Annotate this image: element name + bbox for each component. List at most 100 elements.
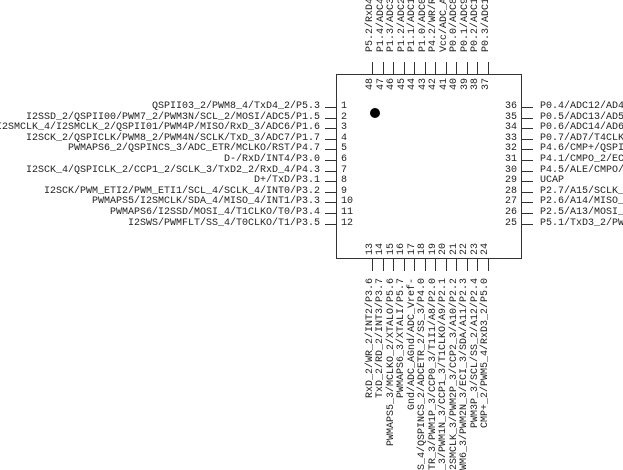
pin-label: P0.1/ADC9 — [459, 0, 471, 52]
pin-label: P0.3/ADC1 — [480, 0, 492, 52]
pin-line — [325, 138, 336, 140]
pin-number: 14 — [375, 243, 387, 256]
pin-label: PWMAPS6_3/XTALI/P5.7 — [396, 278, 408, 399]
pin-label: D+/TxD/P3.1 — [253, 175, 320, 187]
pin-number: 28 — [504, 185, 517, 197]
pin-label: PWMAPS6/I2SSD/MOSI_4/T1CLKO/T0/P3.4 — [109, 207, 320, 218]
pin-label: WS_4/QSPINCS_2/ADCETR_2/SS_3/P4.0 — [417, 278, 429, 470]
pin-label: TxD_2/RD_2/INT3/P3.7 — [375, 278, 387, 399]
pin-line — [522, 191, 533, 193]
pin-number: 34 — [504, 122, 517, 134]
pin-number: 46 — [386, 77, 397, 90]
pin-number: 6 — [341, 154, 348, 165]
pin-line — [325, 213, 336, 214]
pin-line — [325, 223, 336, 225]
pin-label: P5.1/TxD3_2/PW — [540, 217, 623, 229]
pin-line — [325, 181, 336, 183]
pin-line — [382, 259, 384, 271]
pin-label: UCAP — [540, 175, 565, 187]
pin-number: 39 — [459, 77, 471, 90]
pin-line — [435, 62, 436, 74]
pin-line — [477, 259, 478, 271]
pin-line — [424, 62, 426, 74]
pin-line — [445, 259, 447, 271]
pin-number: 31 — [504, 154, 517, 165]
pin-label: P1.4/ADC4 — [375, 0, 387, 52]
pin-label: I2SCK_4/QSPICLK_2/CCP1_2/SCLK_3/TxD2_2/R… — [25, 164, 320, 176]
pin-line — [522, 138, 533, 140]
pin-line — [487, 62, 489, 74]
pin-label: PWMAPS6_2/QSPINCS_3/ADC_ETR/MCLKO/RST/P4… — [67, 143, 320, 155]
pin-line — [487, 259, 489, 271]
pin-number: 38 — [470, 77, 481, 90]
pin-number: 24 — [480, 243, 492, 256]
pin-line — [393, 62, 394, 74]
pin-label: P0.4/ADC12/AD4 — [540, 101, 623, 112]
pin-line — [325, 117, 336, 119]
pin-line — [435, 259, 436, 271]
pin-line — [445, 62, 447, 74]
pin-label: P2.5/A13/MOSI_ — [540, 207, 623, 218]
pin-label: P4.6/CMP+/QSPI — [540, 143, 623, 155]
pin-line — [522, 117, 533, 119]
pin-label: QSPII03_2/PWM8_4/TxD4_2/P5.3 — [151, 101, 320, 112]
pin-number: 1 — [341, 101, 348, 112]
pin-number: 20 — [438, 243, 450, 256]
pin-line — [522, 128, 533, 130]
pin-label: P4.2/WR/R — [428, 0, 439, 52]
pin-number: 44 — [407, 77, 418, 90]
pin-line — [456, 62, 457, 74]
pin1-marker-dot — [370, 108, 380, 118]
pin-line — [424, 259, 426, 271]
pin-line — [325, 202, 336, 204]
pin-line — [414, 62, 415, 74]
pin-number: 2 — [341, 111, 348, 123]
pin-label: PWM6_3/PWM2N_3/ECI_3/SDA/A11/P2.3 — [459, 278, 471, 470]
pin-number: 11 — [341, 207, 354, 218]
pin-line — [403, 62, 405, 74]
pin-number: 3 — [341, 122, 348, 134]
pin-line — [522, 107, 533, 108]
pin-label: P2.6/A14/MISO_ — [540, 196, 623, 208]
pin-line — [325, 128, 336, 130]
pin-number: 41 — [438, 77, 450, 90]
pin-label: P1.0/ADC0 — [417, 0, 429, 52]
pin-line — [522, 223, 533, 225]
pin-number: 8 — [341, 175, 348, 187]
pin-number: 40 — [449, 77, 460, 90]
pin-label: CMP+_2/PWM5_4/RxD3_2/P5.0 — [480, 278, 492, 429]
pin-number: 32 — [504, 143, 517, 155]
pin-label: P0.7/AD7/T4CLK — [540, 132, 623, 144]
pin-label: P4.5/ALE/CMPO/ — [540, 164, 623, 176]
pin-line — [372, 259, 373, 271]
pin-number: 25 — [504, 217, 517, 229]
pin-number: 47 — [375, 77, 387, 90]
pin-line — [466, 259, 468, 271]
pin-line — [382, 62, 384, 74]
pin-line — [522, 181, 533, 183]
pin-label: I2SCK/PWM_ETI2/PWM_ETI1/SCL_4/SCLK_4/INT… — [43, 185, 320, 197]
pin-label: P0.5/ADC13/AD5 — [540, 111, 623, 123]
pin-number: 48 — [365, 77, 376, 90]
pin-number: 12 — [341, 217, 354, 229]
pin-line — [466, 62, 468, 74]
pin-line — [403, 259, 405, 271]
pin-line — [522, 170, 533, 172]
pin-number: 7 — [341, 164, 348, 176]
pin-label: P0.6/ADC14/AD6 — [540, 122, 623, 134]
pin-label: I2SSD_2/QSPII00/PWM7_2/PWM3N/SCL_2/MOSI/… — [25, 111, 320, 123]
pin-line — [522, 149, 533, 151]
pin-number: 27 — [504, 196, 517, 208]
pin-line — [372, 62, 373, 74]
pin-line — [325, 149, 336, 151]
pin-line — [477, 62, 478, 74]
pin-number: 18 — [417, 243, 429, 256]
pin-label: I2SCK_2/QSPICLK/PWM8_2/PWM4N/SCLK/TxD_3/… — [25, 132, 320, 144]
pin-number: 10 — [341, 196, 354, 208]
pin-number: 42 — [428, 77, 439, 90]
pin-number: 43 — [417, 77, 429, 90]
pin-line — [325, 160, 336, 161]
pin-line — [414, 259, 415, 271]
pin-label: PWMAPS5/I2SMCLK/SDA_4/MISO_4/INT1/P3.3 — [91, 196, 320, 208]
